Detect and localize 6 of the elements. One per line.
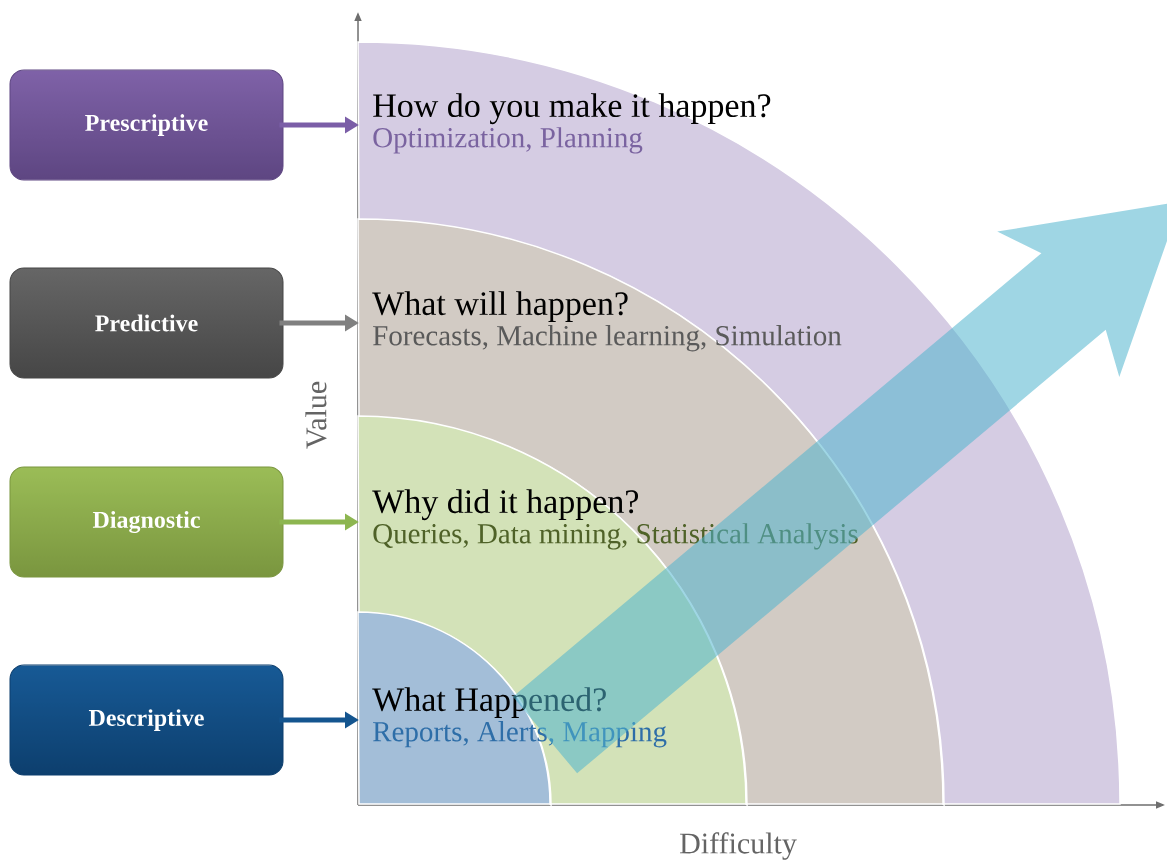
category-box: Predictive [9,267,284,379]
axis-label: Difficulty [680,832,797,860]
category-box: Diagnostic [9,466,284,578]
axis-label: Value [305,381,327,449]
category-box: Prescriptive [9,69,284,181]
category-box: Descriptive [9,664,284,776]
